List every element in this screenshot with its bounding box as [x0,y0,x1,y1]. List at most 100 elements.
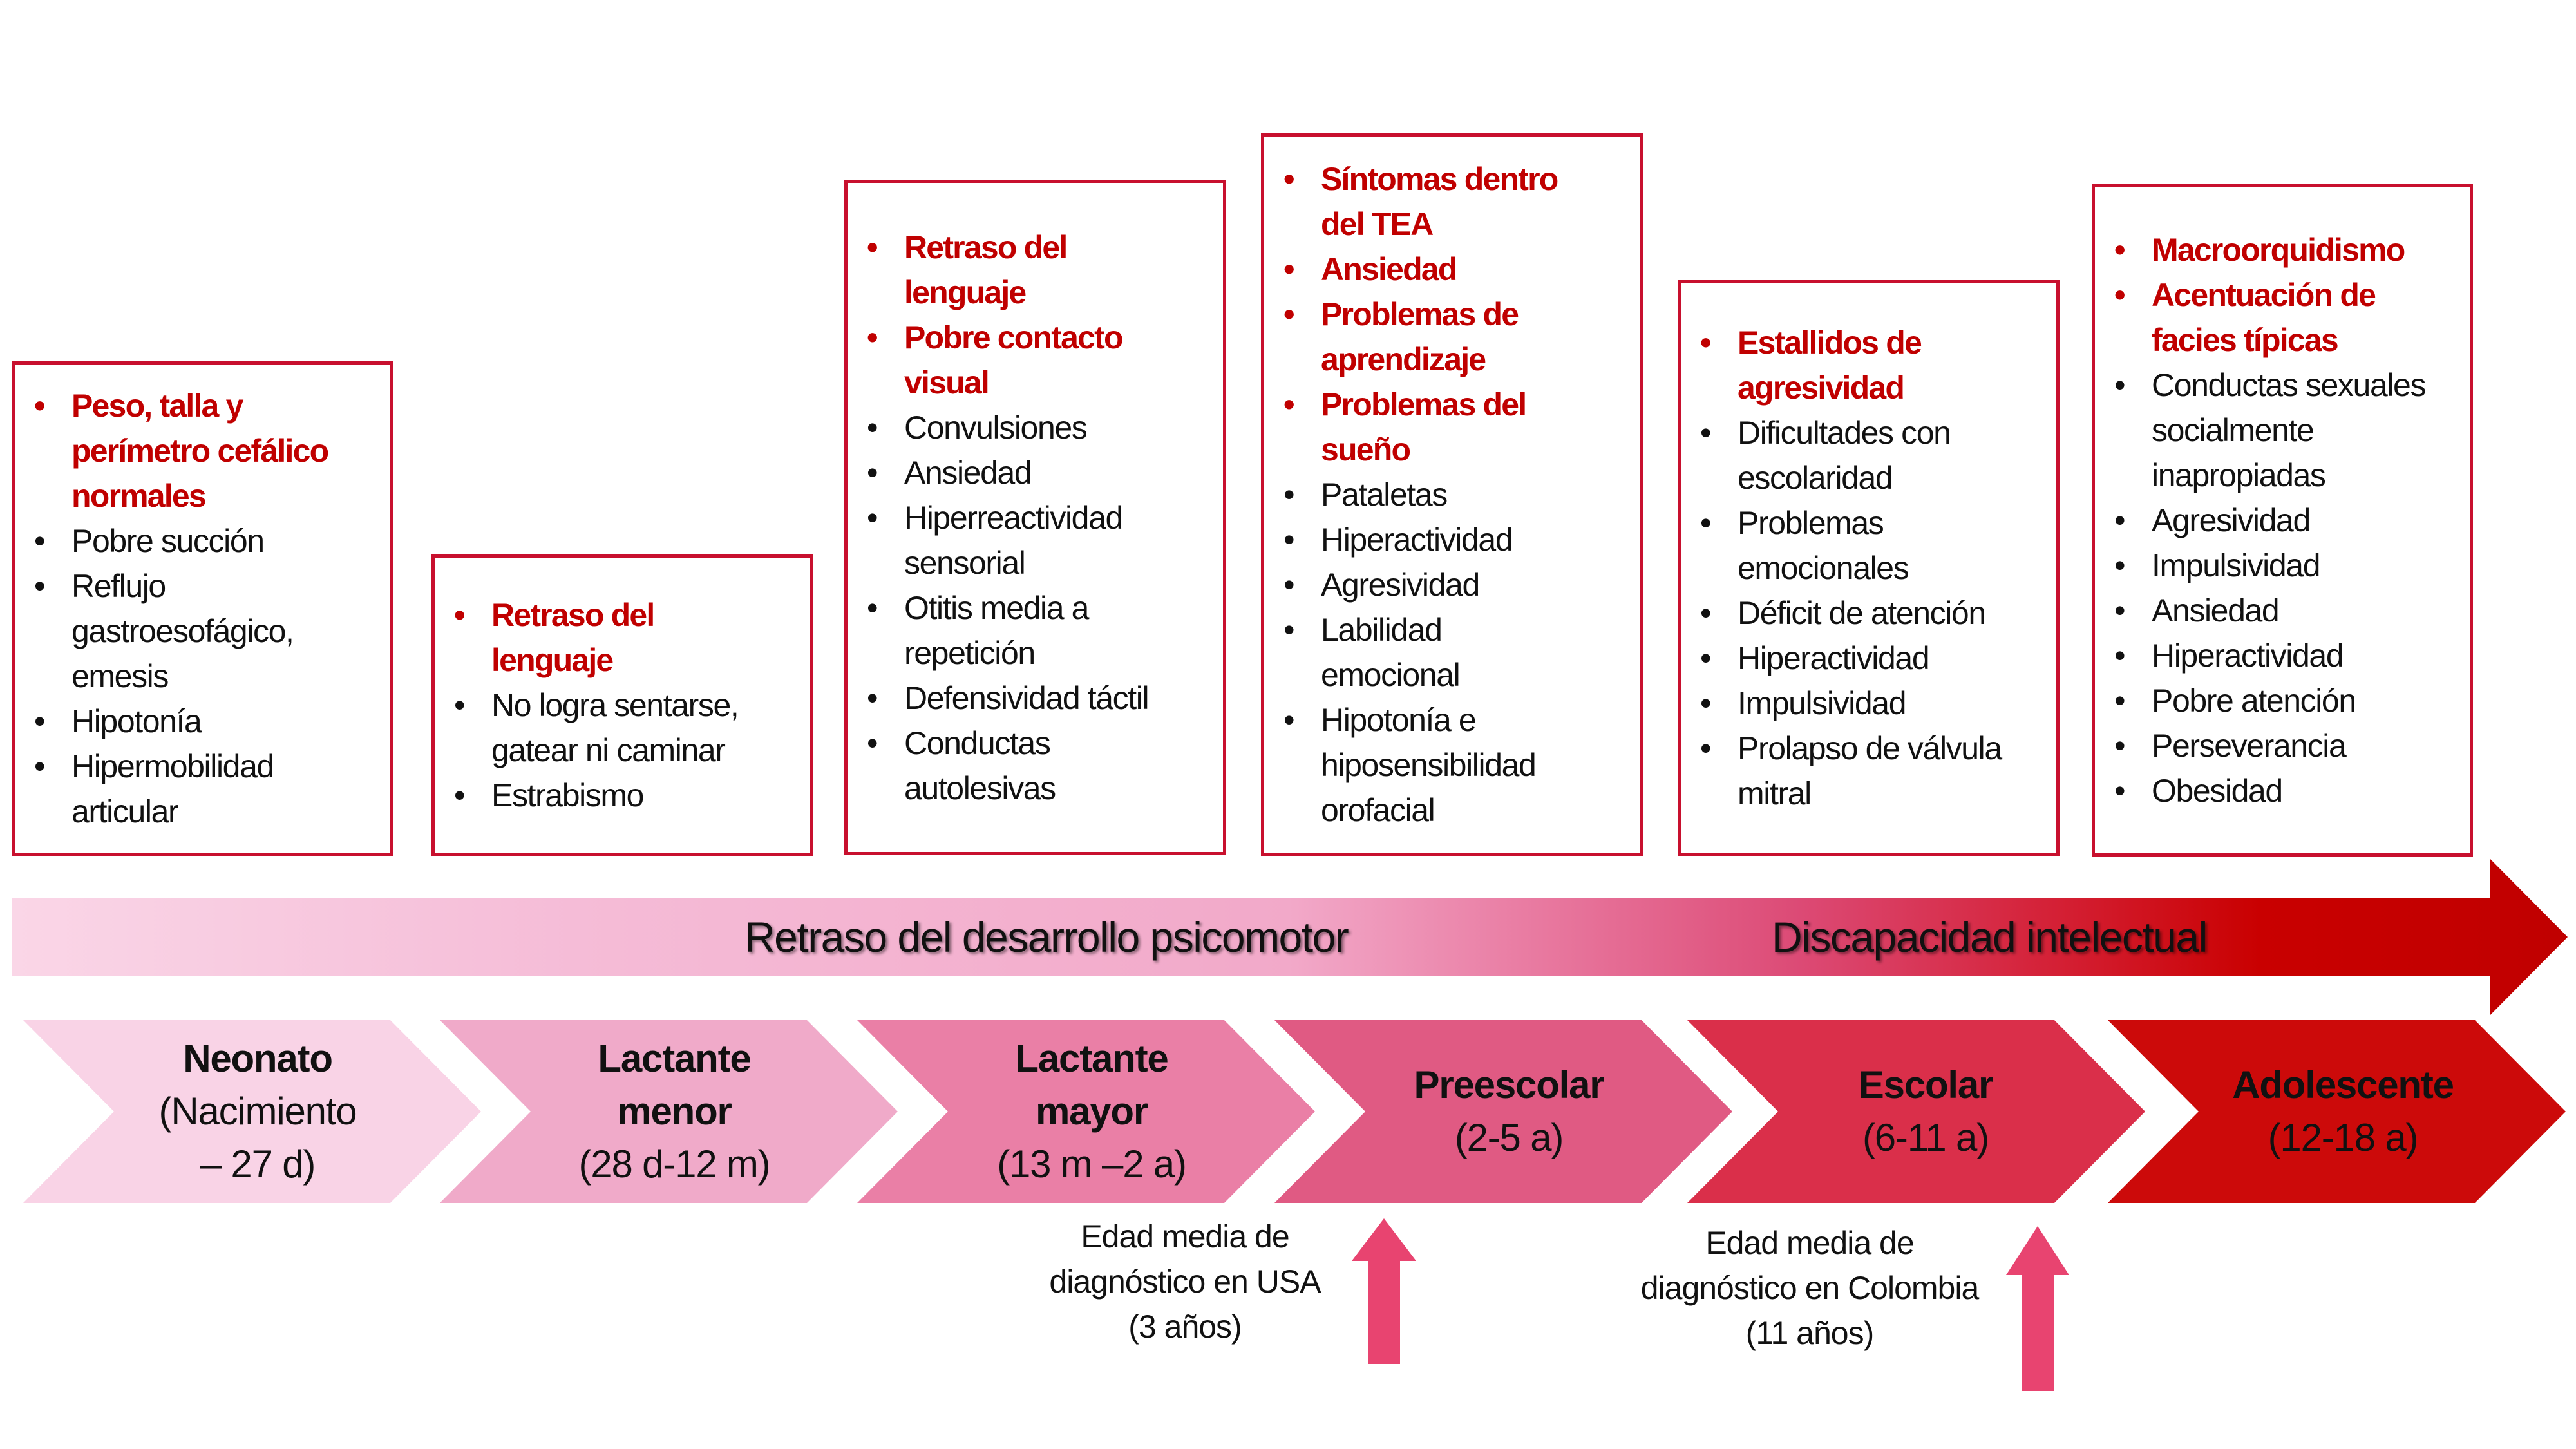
symptom-item: •Defensividad táctil [848,676,1214,721]
stage-adolescente: Adolescente (12-18 a) [2175,1020,2510,1203]
symptom-item-highlight: • Síntomas dentro del TEA [1264,156,1631,247]
symptom-text: Problemas emocionales [1738,505,1909,586]
symptom-item: • Déficit de atención [1681,591,2047,636]
stage-chevron [2108,1020,2566,1203]
symptom-item-highlight: • Problemas del sueño [1264,382,1631,472]
stage-name: Escolar [1858,1063,1994,1106]
bullet-icon: • [867,679,878,716]
symptom-text: Convulsiones [904,409,1088,446]
symptom-text: Ansiedad [2152,592,2280,629]
arrow-up-icon-usa [1352,1218,1416,1364]
symptom-item: •Impulsividad [1681,681,2047,726]
symptom-item: • Pobre succión [15,518,381,564]
band-label-intellectual-disability: Discapacidad intelectual [1772,913,2208,961]
symptom-text: Hiperreactividad sensorial [904,499,1123,581]
symptom-item: •Dificultades con escolaridad [1681,410,2047,500]
symptom-item-highlight: •Macroorquidismo [2095,227,2461,272]
symptom-item: • Hipotonía [15,699,381,744]
symptom-item: •Prolapso de válvula mitral [1681,726,2047,816]
symptom-item: •Hiperreactividad sensorial [848,495,1214,585]
symptom-text: Pataletas [1321,477,1448,513]
symptom-item-highlight: •Ansiedad [1264,247,1631,292]
symptom-text: Agresividad [1321,567,1480,603]
bullet-icon: • [1283,161,1294,197]
bullet-icon: • [1700,415,1712,451]
symptom-box-escolar: • Estallidos de agresividad•Dificultades … [1678,280,2060,856]
stage-name: Lactante menor [598,1037,751,1133]
stage-name: Neonato [183,1037,333,1080]
bullet-icon: • [1700,640,1712,676]
bullet-icon: • [1283,702,1295,738]
stage-neonato: Neonato (Nacimiento – 27 d) [90,1020,425,1203]
stage-chevron [1687,1020,2145,1203]
symptom-item: • No logra sentarse, gatear ni caminar [435,683,801,773]
symptom-list: •Macroorquidismo • Acentuación de facies t… [2095,227,2461,813]
symptom-text: Problemas de aprendizaje [1321,296,1519,377]
symptom-item: •Labilidad emocional [1264,607,1631,697]
symptom-text: Obesidad [2152,772,2283,809]
stage-range: (28 d-12 m) [578,1142,771,1186]
symptom-text: Hiperactividad [1321,522,1513,558]
symptom-item: •Estrabismo [435,773,801,818]
bullet-icon: • [454,687,466,723]
symptom-text: Conductas sexuales socialmente inapropia… [2152,366,2426,493]
bullet-icon: • [2114,637,2126,674]
symptom-item: •Reflujo gastroesofágico, emesis [15,564,381,699]
symptom-text: Acentuación de facies típicas [2152,276,2376,358]
stage-range: (13 m –2 a) [997,1142,1187,1186]
bullet-icon: • [867,409,878,446]
symptom-item: • Hipotonía e hiposensibilidad orofacial [1264,697,1631,833]
stage-name: Lactante mayor [1015,1037,1168,1133]
bullet-icon: • [1283,251,1294,287]
symptom-item: • Obesidad [2095,768,2461,813]
stage-range: (2-5 a) [1454,1116,1564,1159]
bullet-icon: • [34,523,46,559]
bullet-icon: • [2114,772,2126,809]
stage-chevron [1274,1020,1732,1203]
bullet-icon: • [867,724,878,761]
bullet-icon: • [2114,502,2126,538]
symptom-text: Estrabismo [491,777,644,813]
symptom-text: Perseverancia [2152,727,2347,764]
symptom-text: Peso, talla y perímetro cefálico normale… [71,388,329,514]
stage-name: Adolescente [2232,1063,2454,1106]
bullet-icon: • [34,748,46,784]
symptom-item-highlight: •Pobre contacto visual [848,315,1214,405]
symptom-text: Pobre contacto visual [904,319,1124,401]
symptom-text: Síntomas dentro del TEA [1321,161,1558,242]
symptom-item: •Pataletas [1264,472,1631,517]
bullet-icon: • [1283,612,1295,648]
bullet-icon: • [2114,682,2126,719]
symptom-text: Problemas del sueño [1321,386,1527,468]
symptom-text: Otitis media a repetición [904,589,1089,671]
symptom-text: No logra sentarse, gatear ni caminar [491,687,739,768]
stage-lactante-menor: Lactante menor (28 d-12 m) [507,1020,842,1203]
symptom-item: • Hiperactividad [1264,517,1631,562]
bullet-icon: • [34,703,46,739]
symptom-box-preescolar: •Síntomas dentro del TEA•Ansiedad•Proble… [1261,133,1643,856]
bullet-icon: • [34,388,45,424]
bullet-icon: • [1283,386,1294,422]
symptom-text: Hipotonía [71,703,202,739]
symptom-item: •Conductas autolesivas [848,721,1214,811]
symptom-box-neonato: • Peso, talla y perímetro cefálico normal… [12,361,393,856]
symptom-item-highlight: • Problemas de aprendizaje [1264,292,1631,382]
symptom-box-lactante-menor: •Retraso del lenguaje•No logra sentarse,… [431,554,813,856]
symptom-text: Pobre succión [71,523,265,559]
symptom-text: Impulsividad [2152,547,2321,583]
bullet-icon: • [1283,296,1294,332]
symptom-item: •Problemas emocionales [1681,500,2047,591]
diagnosis-note-usa: Edad media de diagnóstico en USA (3 años… [1049,1218,1321,1345]
symptom-text: Déficit de atención [1738,595,1986,631]
bullet-icon: • [2114,276,2125,313]
bullet-icon: • [1283,522,1295,558]
symptom-text: Hipotonía e hiposensibilidad orofacial [1321,702,1537,828]
bullet-icon: • [34,568,46,604]
symptom-list: • Estallidos de agresividad•Dificultades … [1681,320,2047,816]
symptom-text: Hipermobilidad articular [71,748,274,829]
symptom-text: Estallidos de agresividad [1738,325,1922,406]
symptom-item-highlight: • Acentuación de facies típicas [2095,272,2461,363]
diagnosis-note-colombia: Edad media de diagnóstico en Colombia (1… [1640,1225,1980,1351]
bullet-icon: • [1700,595,1712,631]
